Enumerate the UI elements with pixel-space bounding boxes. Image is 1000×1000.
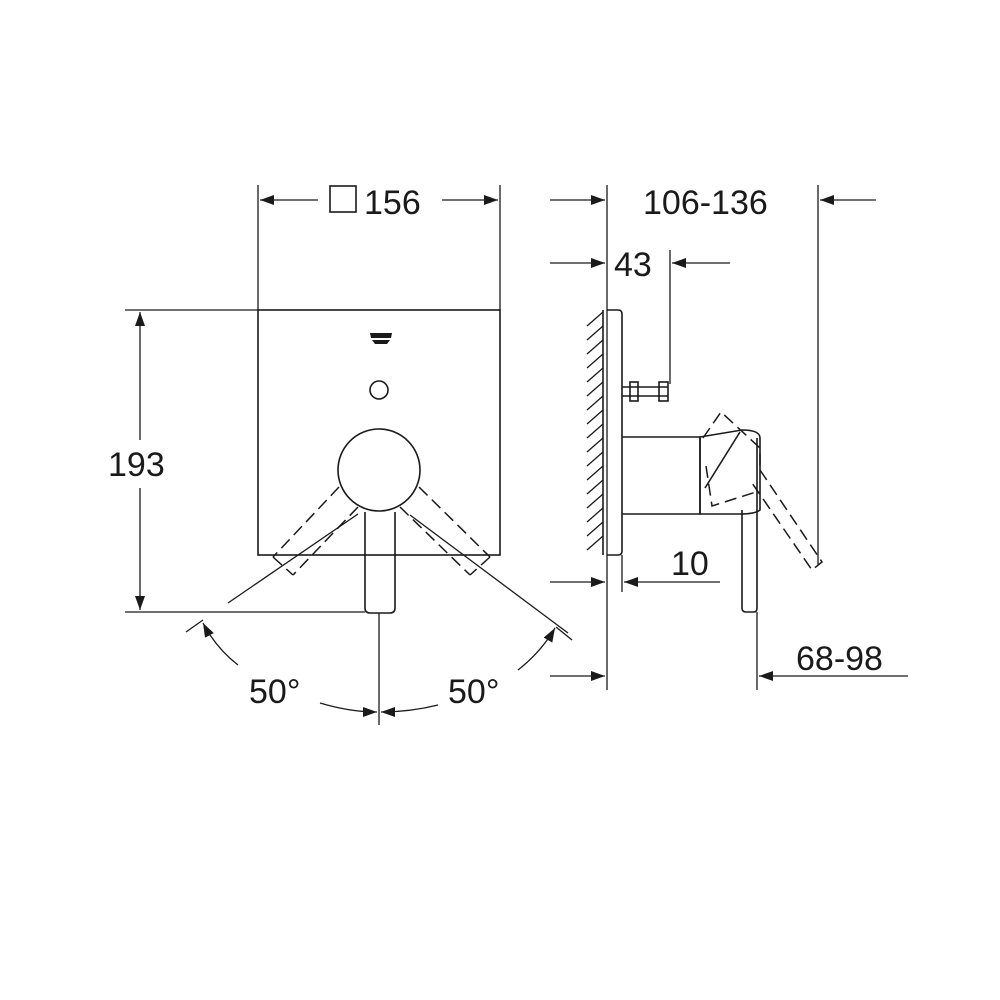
projection-label: 106-136 bbox=[643, 184, 768, 222]
handle-body-profile bbox=[622, 436, 701, 515]
installation-depth-dimension: 68-98 bbox=[550, 612, 908, 690]
height-label: 193 bbox=[108, 446, 165, 484]
escutcheon-plate bbox=[257, 309, 501, 556]
width-dimension: 156 bbox=[257, 184, 501, 310]
handle-cap-profile bbox=[699, 429, 761, 515]
diverter-indicator-icon bbox=[370, 333, 392, 344]
wall-hatching bbox=[586, 310, 604, 555]
angle-left-dimension: 50° bbox=[185, 619, 378, 717]
diverter-pin bbox=[622, 381, 669, 402]
angle-right-dimension: 50° bbox=[380, 626, 573, 717]
mixer-lever bbox=[364, 512, 396, 614]
lever-profile bbox=[741, 438, 758, 613]
installation-depth-label: 68-98 bbox=[796, 640, 883, 678]
width-label: 156 bbox=[364, 184, 421, 222]
lever-rotation-left bbox=[272, 486, 359, 576]
side-view: 106-136 43 10 68-98 bbox=[550, 184, 908, 690]
projection-dimension: 106-136 bbox=[550, 184, 876, 565]
lever-rotation-side bbox=[702, 410, 824, 572]
height-dimension: 193 bbox=[108, 309, 365, 613]
mixer-handle bbox=[337, 428, 421, 512]
escutcheon-depth-dimension: 43 bbox=[550, 246, 730, 384]
lever-rotation-right bbox=[399, 486, 491, 576]
front-view: 156 193 bbox=[108, 184, 573, 725]
diverter-button bbox=[369, 380, 389, 400]
wall-gap-dimension: 10 bbox=[550, 545, 720, 592]
angle-right-label: 50° bbox=[448, 673, 499, 711]
square-symbol-icon bbox=[329, 185, 357, 213]
angle-left-label: 50° bbox=[249, 673, 300, 711]
wall-gap-label: 10 bbox=[671, 545, 709, 583]
escutcheon-depth-label: 43 bbox=[614, 246, 652, 284]
escutcheon-profile bbox=[607, 309, 623, 556]
